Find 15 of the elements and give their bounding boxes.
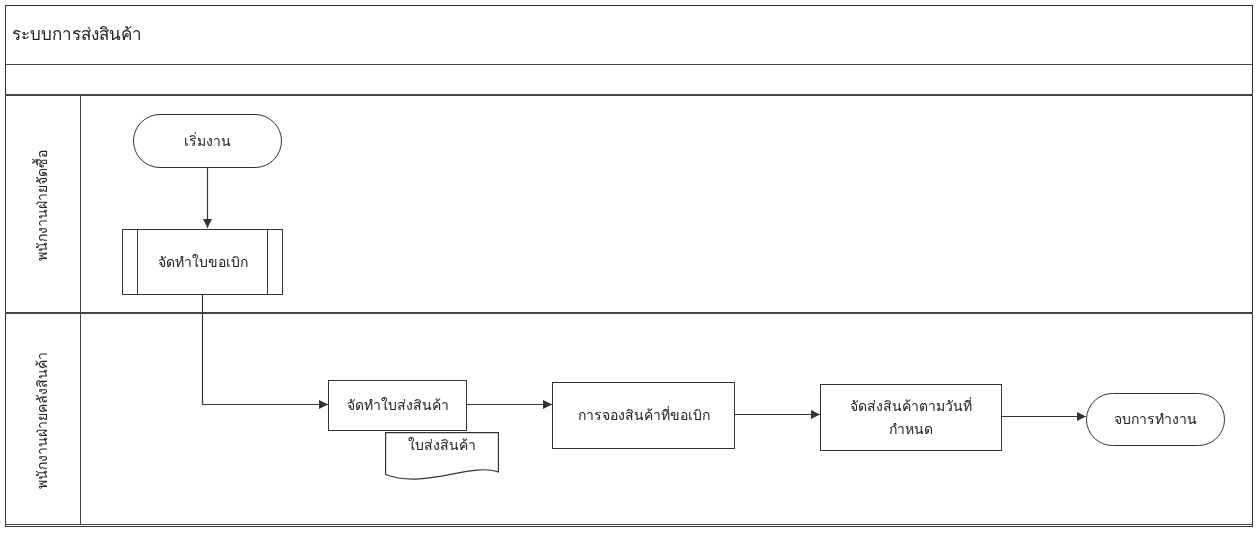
process-box: จัดทำใบส่งสินค้า [328,380,467,431]
arrow [203,166,212,229]
arrow [734,410,821,419]
swimlane [5,313,1253,525]
document-shape: ใบส่งสินค้า [385,432,499,482]
process-box: จัดส่งสินค้าตามวันที่กำหนด [820,384,1002,451]
swimlane [5,95,1253,313]
lane-label: พนักงานฝ่ายคลังสินค้า [33,351,51,489]
arrow [1001,412,1087,421]
lane-label: พนักงานฝ่ายจัดซื้อ [32,149,51,261]
process-box: การจองสินค้าที่ขอเบิก [552,382,735,449]
arrow [201,293,329,409]
diagram-title: ระบบการส่งสินค้า [12,23,142,46]
arrow [466,400,553,409]
subprocess-box: จัดทำใบขอเบิก [122,229,283,295]
